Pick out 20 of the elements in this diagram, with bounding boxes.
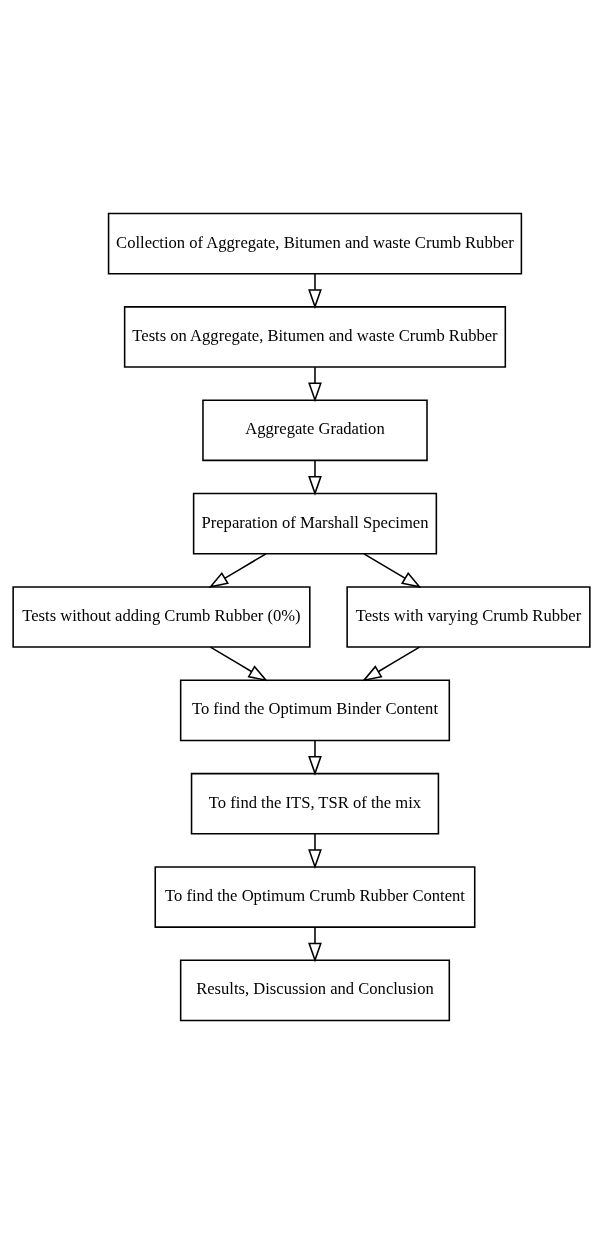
arrow (307, 459, 322, 496)
node-box: Aggregate Gradation (201, 398, 428, 461)
arrow (209, 645, 268, 681)
node-box: Tests on Aggregate, Bitumen and waste Crumb Rubber (123, 305, 506, 368)
arrow (307, 739, 322, 776)
arrow (307, 832, 322, 869)
arrow (361, 645, 420, 681)
node-box: To find the Optimum Binder Content (179, 679, 450, 741)
node-box: Preparation of Marshall Specimen (192, 492, 437, 554)
node-box: Tests without adding Crumb Rubber (0%) (11, 585, 311, 648)
arrow (307, 272, 322, 309)
node-box: Tests with varying Crumb Rubber (345, 585, 591, 648)
node-box: To find the Optimum Crumb Rubber Content (153, 865, 475, 928)
node-box: Results, Discussion and Conclusion (179, 959, 450, 1021)
node-box: Collection of Aggregate, Bitumen and waste Crumb Rubber (107, 212, 522, 274)
arrow (307, 366, 322, 402)
arrow (307, 926, 322, 962)
arrow (362, 552, 421, 588)
arrow (208, 552, 267, 588)
node-box: To find the ITS, TSR of the mix (190, 772, 439, 835)
